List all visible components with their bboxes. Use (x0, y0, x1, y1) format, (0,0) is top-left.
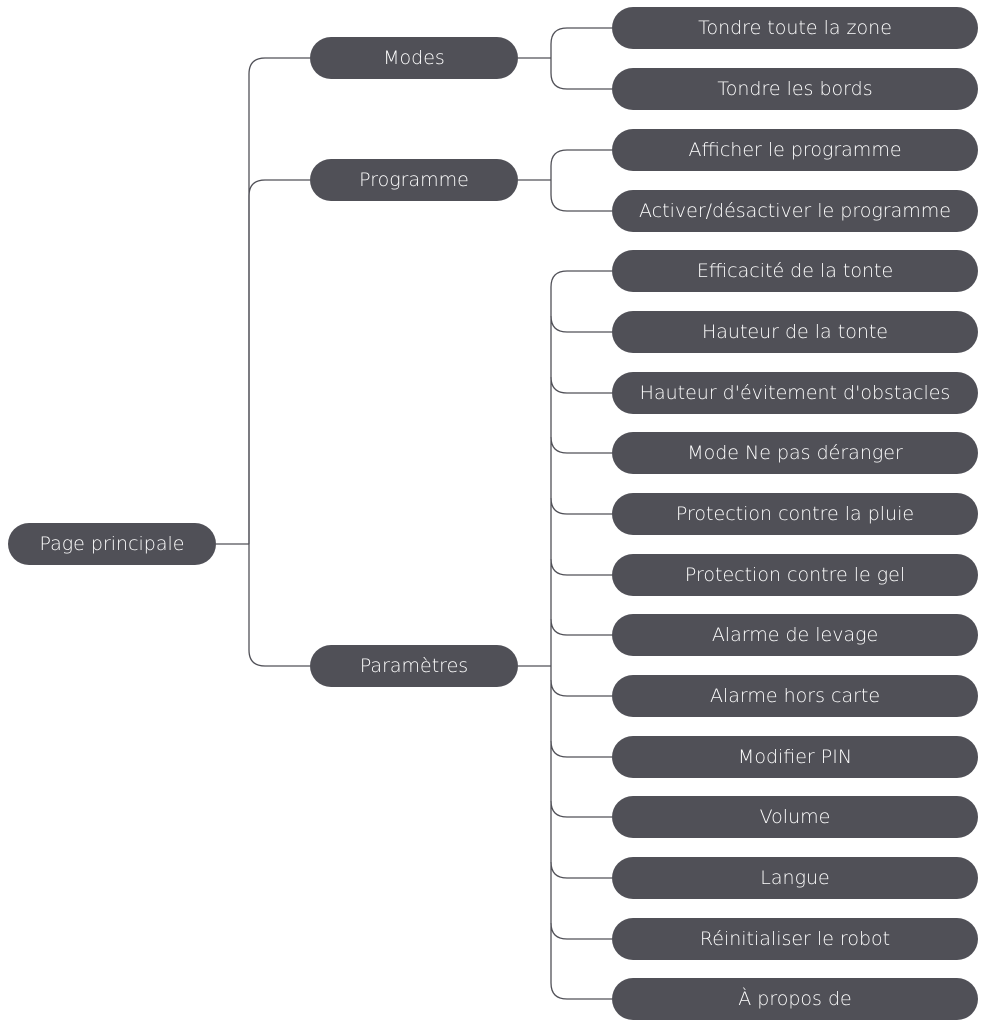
leaf-label: À propos de (738, 988, 852, 1010)
leaf-protection-contre-la-pluie: Protection contre la pluie (612, 493, 978, 535)
leaf-a-propos-de: À propos de (612, 978, 978, 1020)
connector-root-programme (248, 179, 310, 544)
node-parametres: Paramètres (310, 645, 518, 687)
leaf-label: Protection contre la pluie (675, 503, 915, 525)
connector-programme-2 (550, 180, 612, 212)
connector-parametres-2 (550, 315, 612, 333)
leaf-afficher-le-programme: Afficher le programme (612, 129, 978, 171)
leaf-label: Volume (759, 806, 831, 828)
leaf-activer-desactiver-le-programme: Activer/désactiver le programme (612, 190, 978, 232)
leaf-label: Activer/désactiver le programme (639, 200, 951, 222)
root-node-page-principale: Page principale (8, 523, 216, 565)
leaf-hauteur-de-la-tonte: Hauteur de la tonte (612, 311, 978, 353)
connector-parametres-4 (550, 436, 612, 454)
leaf-modifier-pin: Modifier PIN (612, 736, 978, 778)
connector-programme-1 (550, 149, 612, 180)
node-programme-label: Programme (359, 169, 469, 191)
leaf-label: Langue (760, 867, 830, 889)
node-parametres-label: Paramètres (359, 655, 469, 677)
leaf-hauteur-evitement-obstacles: Hauteur d'évitement d'obstacles (612, 372, 978, 414)
connector-root-parametres (248, 544, 310, 667)
leaf-label: Réinitialiser le robot (699, 928, 891, 950)
node-modes-label: Modes (383, 47, 445, 69)
leaf-label: Afficher le programme (688, 139, 902, 161)
leaf-efficacite-de-la-tonte: Efficacité de la tonte (612, 250, 978, 292)
connector-parametres-13 (550, 982, 612, 1000)
leaf-tondre-toute-la-zone: Tondre toute la zone (612, 7, 978, 49)
leaf-label: Mode Ne pas déranger (687, 442, 903, 464)
connector-parametres-1 (550, 270, 612, 288)
leaf-label: Modifier PIN (737, 746, 853, 768)
leaf-alarme-hors-carte: Alarme hors carte (612, 675, 978, 717)
leaf-alarme-de-levage: Alarme de levage (612, 614, 978, 656)
connector-parametres-3 (550, 376, 612, 394)
leaf-label: Efficacité de la tonte (696, 260, 894, 282)
leaf-label: Tondre toute la zone (698, 17, 892, 39)
node-modes: Modes (310, 37, 518, 79)
leaf-label: Alarme hors carte (709, 685, 881, 707)
connector-parametres-10 (550, 800, 612, 818)
connector-parametres-12 (550, 922, 612, 940)
leaf-langue: Langue (612, 857, 978, 899)
connector-root-modes (248, 57, 310, 544)
leaf-label: Hauteur de la tonte (701, 321, 888, 343)
leaf-label: Protection contre le gel (684, 564, 906, 586)
connector-parametres-9 (550, 740, 612, 758)
leaf-protection-contre-le-gel: Protection contre le gel (612, 554, 978, 596)
leaf-label: Hauteur d'évitement d'obstacles (639, 382, 951, 404)
leaf-tondre-les-bords: Tondre les bords (612, 68, 978, 110)
node-programme: Programme (310, 159, 518, 201)
leaf-mode-ne-pas-deranger: Mode Ne pas déranger (612, 432, 978, 474)
connector-parametres-6 (550, 558, 612, 576)
leaf-volume: Volume (612, 796, 978, 838)
leaf-reinitialiser-le-robot: Réinitialiser le robot (612, 918, 978, 960)
connector-modes-1 (550, 27, 612, 58)
leaf-label: Tondre les bords (717, 78, 873, 100)
connector-parametres-11 (550, 861, 612, 879)
connector-parametres-5 (550, 497, 612, 515)
connector-parametres-8 (550, 679, 612, 697)
root-node-label: Page principale (39, 533, 185, 555)
connector-modes-2 (550, 58, 612, 90)
leaf-label: Alarme de levage (711, 624, 879, 646)
connector-parametres-7 (550, 618, 612, 636)
